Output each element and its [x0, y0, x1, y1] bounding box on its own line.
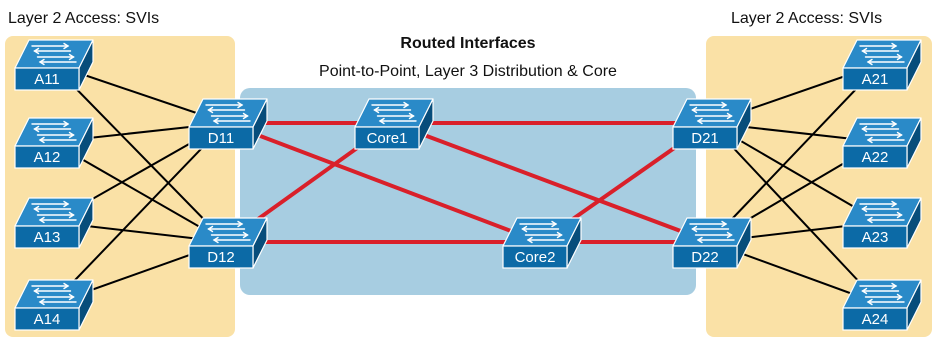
switch-arrows-icon	[859, 200, 905, 224]
layer2-link-d22-a21	[709, 63, 881, 243]
switch-label: A11	[34, 71, 60, 88]
switch-label: Core1	[367, 130, 408, 147]
switch-arrows-icon	[859, 282, 905, 306]
switch-front-face	[354, 126, 420, 150]
switch-arrows-icon	[859, 42, 905, 66]
switch-front-face	[842, 307, 908, 331]
layer2-link-a11-d12	[51, 63, 227, 243]
switch-label: A12	[34, 149, 61, 166]
switch-d22[interactable]: D22	[672, 217, 752, 269]
routed-link-d11-core2	[225, 121, 541, 244]
switch-label: A14	[34, 311, 61, 328]
right-access-caption: Layer 2 Access: SVIs	[731, 10, 883, 27]
switch-label: A23	[862, 229, 889, 246]
switch-front-face	[188, 245, 254, 269]
switch-arrows-icon	[31, 200, 77, 224]
switch-label: D22	[691, 249, 719, 266]
switch-front-face	[842, 225, 908, 249]
core-subtitle: Point-to-Point, Layer 3 Distribution & C…	[319, 63, 617, 80]
switch-label: A21	[862, 71, 889, 88]
switch-arrows-icon	[31, 120, 77, 144]
switch-front-face	[842, 67, 908, 91]
switch-label: D21	[691, 130, 719, 147]
switch-d21[interactable]: D21	[672, 98, 752, 150]
switch-a11[interactable]: A11	[14, 39, 94, 91]
switch-label: D11	[208, 130, 234, 147]
switch-arrows-icon	[31, 282, 77, 306]
switch-core1[interactable]: Core1	[354, 98, 434, 150]
switch-a12[interactable]: A12	[14, 117, 94, 169]
switch-a21[interactable]: A21	[842, 39, 922, 91]
switch-front-face	[842, 145, 908, 169]
switch-arrows-icon	[205, 101, 251, 125]
left-access-caption: Layer 2 Access: SVIs	[8, 10, 160, 27]
switch-front-face	[502, 245, 568, 269]
switch-label: A22	[862, 149, 889, 166]
core-title: Routed Interfaces	[400, 35, 536, 52]
switch-front-face	[14, 225, 80, 249]
switch-a23[interactable]: A23	[842, 197, 922, 249]
switch-label: Core2	[515, 249, 556, 266]
switch-front-face	[672, 126, 738, 150]
layer2-link-d21-a24	[709, 122, 881, 305]
layer2-link-a14-d11	[51, 122, 227, 305]
switch-arrows-icon	[31, 42, 77, 66]
switch-front-face	[188, 126, 254, 150]
switch-front-face	[14, 145, 80, 169]
switch-arrows-icon	[371, 101, 417, 125]
switch-a13[interactable]: A13	[14, 197, 94, 249]
switch-arrows-icon	[859, 120, 905, 144]
switch-arrows-icon	[689, 101, 735, 125]
switch-front-face	[14, 307, 80, 331]
switch-label: D12	[207, 249, 235, 266]
switch-arrows-icon	[519, 220, 565, 244]
switch-label: A13	[34, 229, 61, 246]
switch-core2[interactable]: Core2	[502, 217, 582, 269]
switch-a22[interactable]: A22	[842, 117, 922, 169]
switch-front-face	[672, 245, 738, 269]
switch-front-face	[14, 67, 80, 91]
switch-label: A24	[862, 311, 889, 328]
core-region	[240, 88, 696, 295]
switch-d11[interactable]: D11	[188, 98, 268, 150]
switch-a14[interactable]: A14	[14, 279, 94, 331]
routed-link-core1-d22	[391, 121, 711, 244]
switch-d12[interactable]: D12	[188, 217, 268, 269]
switch-arrows-icon	[205, 220, 251, 244]
left-access-region	[5, 36, 235, 337]
switch-a24[interactable]: A24	[842, 279, 922, 331]
switch-arrows-icon	[689, 220, 735, 244]
